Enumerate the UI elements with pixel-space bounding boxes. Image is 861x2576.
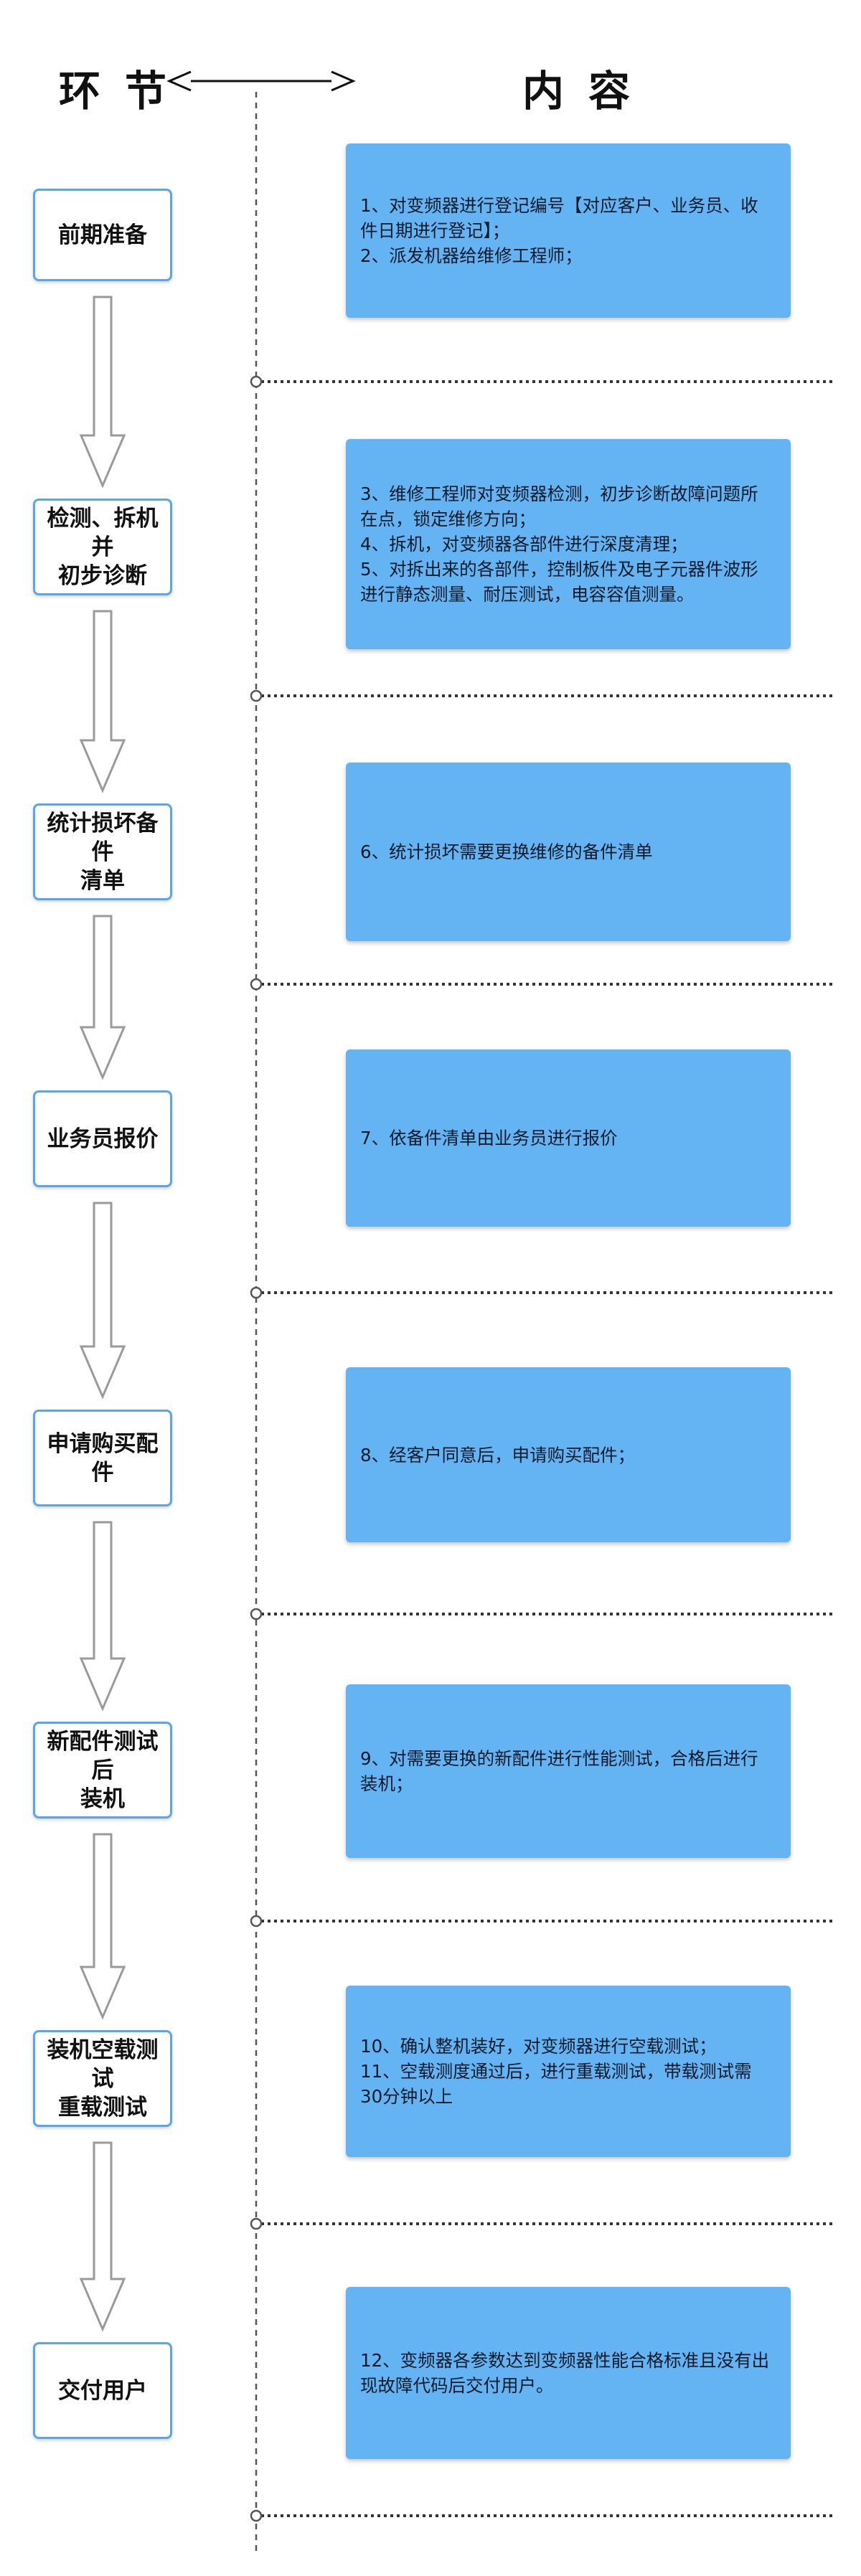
- content-box-8: 12、变频器各参数达到变频器性能合格标准且没有出现故障代码后交付用户。: [346, 2287, 791, 2459]
- down-arrow-icon: [79, 1202, 126, 1400]
- divider-node-icon: [250, 1608, 263, 1620]
- content-box-4: 7、依备件清单由业务员进行报价: [346, 1049, 791, 1227]
- step-label: 检测、拆机并初步诊断: [47, 505, 159, 589]
- step-box-5: 申请购买配件: [33, 1410, 172, 1506]
- down-arrow-icon: [79, 1521, 126, 1712]
- divider-node-icon: [250, 978, 263, 991]
- step-box-3: 统计损坏备件清单: [33, 803, 172, 900]
- step-label: 前期准备: [58, 222, 147, 248]
- content-box-5: 8、经客户同意后，申请购买配件；: [346, 1367, 791, 1542]
- divider-node-icon: [250, 2217, 263, 2230]
- content-text: 1、对变频器进行登记编号【对应客户、业务员、收件日期进行登记】； 2、派发机器给…: [360, 195, 758, 266]
- divider-node-icon: [250, 1915, 263, 1928]
- step-box-1: 前期准备: [33, 189, 172, 281]
- step-box-7: 装机空载测试重载测试: [33, 2030, 172, 2127]
- content-text: 6、统计损坏需要更换维修的备件清单: [360, 841, 653, 862]
- content-text: 3、维修工程师对变频器检测，初步诊断故障问题所在点，锁定维修方向； 4、拆机，对…: [360, 483, 758, 605]
- divider-node-icon: [250, 1286, 263, 1299]
- step-box-8: 交付用户: [33, 2342, 172, 2439]
- content-box-1: 1、对变频器进行登记编号【对应客户、业务员、收件日期进行登记】； 2、派发机器给…: [346, 143, 791, 318]
- step-box-4: 业务员报价: [33, 1090, 172, 1187]
- step-label: 统计损坏备件清单: [47, 810, 159, 894]
- content-text: 7、依备件清单由业务员进行报价: [360, 1128, 618, 1148]
- double-arrow-icon: [166, 70, 356, 92]
- divider-node-icon: [250, 375, 263, 388]
- content-text: 10、确认整机装好，对变频器进行空载测试； 11、空载测度通过后，进行重载测试，…: [360, 2036, 752, 2107]
- content-text: 9、对需要更换的新配件进行性能测试，合格后进行装机；: [360, 1748, 758, 1794]
- down-arrow-icon: [79, 915, 126, 1080]
- step-label: 交付用户: [58, 2377, 147, 2404]
- step-label: 业务员报价: [47, 1126, 159, 1152]
- content-box-7: 10、确认整机装好，对变频器进行空载测试； 11、空载测度通过后，进行重载测试，…: [346, 1986, 791, 2157]
- step-box-6: 新配件测试后装机: [33, 1722, 172, 1818]
- step-box-2: 检测、拆机并初步诊断: [33, 499, 172, 595]
- content-box-2: 3、维修工程师对变频器检测，初步诊断故障问题所在点，锁定维修方向； 4、拆机，对…: [346, 439, 791, 649]
- content-text: 12、变频器各参数达到变频器性能合格标准且没有出现故障代码后交付用户。: [360, 2350, 770, 2396]
- content-box-3: 6、统计损坏需要更换维修的备件清单: [346, 763, 791, 941]
- header-left-title: 环节: [59, 67, 192, 115]
- down-arrow-icon: [79, 296, 126, 489]
- step-label: 申请购买配件: [47, 1430, 159, 1486]
- divider-node-icon: [250, 2509, 263, 2522]
- divider-node-icon: [250, 689, 263, 702]
- content-box-6: 9、对需要更换的新配件进行性能测试，合格后进行装机；: [346, 1684, 791, 1858]
- down-arrow-icon: [79, 610, 126, 793]
- step-label: 装机空载测试重载测试: [47, 2037, 159, 2120]
- down-arrow-icon: [79, 1833, 126, 2020]
- header-right-title: 内容: [522, 67, 655, 115]
- step-label: 新配件测试后装机: [47, 1728, 159, 1812]
- down-arrow-icon: [79, 2141, 126, 2332]
- content-text: 8、经客户同意后，申请购买配件；: [360, 1444, 636, 1466]
